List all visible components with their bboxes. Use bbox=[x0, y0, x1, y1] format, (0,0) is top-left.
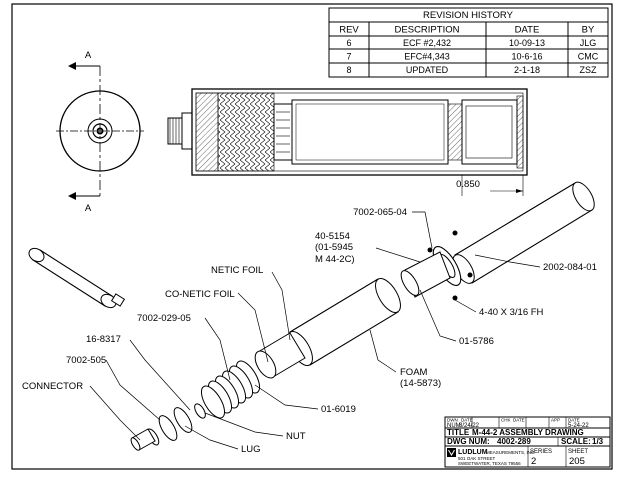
dwg-num-value: 4002-289 bbox=[497, 437, 531, 446]
title-block: DWN NUM DATE 8/24/22 CHK DATE APP DATE 5… bbox=[444, 416, 611, 468]
revision-history-table: REVISION HISTORY REV DESCRIPTION DATE BY… bbox=[328, 7, 609, 78]
callout-7002-505: 7002-505 bbox=[66, 355, 106, 366]
revision-history-title: REVISION HISTORY bbox=[423, 10, 514, 21]
revision-row-date: 10-6-16 bbox=[511, 52, 542, 62]
date-value-drawn: 8/24/22 bbox=[459, 423, 480, 429]
dimension-label: 0.850 bbox=[456, 179, 480, 190]
revision-row-by: CMC bbox=[578, 52, 599, 62]
callout-nut: NUT bbox=[286, 431, 306, 442]
revision-row-rev: 6 bbox=[346, 38, 351, 48]
rev-column-header: REV bbox=[339, 25, 359, 36]
revision-row-rev: 7 bbox=[346, 52, 351, 62]
callout-lug: LUG bbox=[241, 444, 261, 455]
section-marker-top: A bbox=[85, 50, 92, 61]
callout-m44-2c: M 44-2C) bbox=[315, 254, 355, 265]
series-label: SERIES bbox=[530, 449, 552, 455]
callout-leaders bbox=[89, 211, 541, 450]
revision-row-by: ZSZ bbox=[580, 65, 598, 75]
title-value: M-44-2 ASSEMBLY DRAWING bbox=[472, 428, 584, 437]
company-logo bbox=[447, 448, 456, 457]
callout-16-8317: 16-8317 bbox=[86, 334, 121, 345]
date-value-approved: 5-24-22 bbox=[568, 423, 589, 429]
title-label: TITLE bbox=[447, 428, 470, 437]
callout-7002-065-04: 7002-065-04 bbox=[353, 207, 407, 218]
callout-40-5154: 40-5154 bbox=[315, 231, 350, 242]
nut-washer bbox=[158, 403, 206, 441]
dwn-value: NUM bbox=[447, 423, 461, 429]
callout-01-6019: 01-6019 bbox=[321, 404, 356, 415]
end-view: A A bbox=[56, 50, 144, 214]
sheet-value: 205 bbox=[569, 456, 585, 467]
callout-01-5786: 01-5786 bbox=[459, 336, 494, 347]
revision-row-description: UPDATED bbox=[406, 65, 449, 75]
callout-01-5945: (01-5945 bbox=[315, 242, 353, 253]
date-column-header: DATE bbox=[515, 25, 540, 36]
company-line-3: SWEETWATER, TEXAS 79556 bbox=[458, 461, 521, 466]
description-column-header: DESCRIPTION bbox=[395, 25, 460, 36]
revision-row-by: JLG bbox=[580, 38, 597, 48]
callout-foam-part-number: (14-5873) bbox=[400, 378, 441, 389]
detector-cylinder-small bbox=[28, 247, 126, 309]
spring-assembly bbox=[200, 360, 261, 419]
section-marker-bottom: A bbox=[85, 203, 92, 214]
date-label-approved: DATE bbox=[568, 418, 580, 423]
callout-co-netic-foil: CO-NETIC FOIL bbox=[165, 289, 235, 300]
connector-part bbox=[130, 428, 160, 451]
date-label-checked: DATE bbox=[513, 418, 525, 423]
drawing-border bbox=[11, 3, 613, 470]
app-label: APP bbox=[551, 418, 560, 423]
callout-connector: CONNECTOR bbox=[22, 381, 83, 392]
dwn-label: DWN bbox=[447, 418, 458, 423]
revision-row-date: 2-1-18 bbox=[514, 65, 540, 75]
series-value: 2 bbox=[531, 456, 536, 467]
callout-screw: 4-40 X 3/16 FH bbox=[479, 307, 544, 318]
by-column-header: BY bbox=[582, 25, 595, 36]
callout-foam: FOAM bbox=[400, 367, 428, 378]
company-name: LUDLUM bbox=[458, 449, 488, 456]
sheet-label: SHEET bbox=[568, 449, 588, 455]
callout-7002-029-05: 7002-029-05 bbox=[137, 313, 191, 324]
company-line-1: MEASUREMENTS, INC. bbox=[486, 450, 536, 455]
scale-value: 1/3 bbox=[592, 437, 604, 446]
scale-label: SCALE: bbox=[561, 437, 591, 446]
section-view: 0.850 bbox=[167, 88, 528, 196]
revision-row-date: 10-09-13 bbox=[509, 38, 545, 48]
callout-2002-084-01: 2002-084-01 bbox=[543, 262, 597, 273]
revision-row-description: EFC#4,343 bbox=[404, 52, 450, 62]
exploded-view: 7002-065-04 40-5154 (01-5945 M 44-2C) 20… bbox=[22, 181, 597, 455]
callout-netic-foil: NETIC FOIL bbox=[211, 265, 263, 276]
date-label-drawn: DATE bbox=[461, 418, 473, 423]
revision-row-description: ECF #2,432 bbox=[403, 38, 451, 48]
netic-foil-sleeve bbox=[254, 332, 306, 379]
revision-row-rev: 8 bbox=[346, 65, 351, 75]
chk-label: CHK bbox=[501, 418, 511, 423]
dwg-num-label: DWG NUM: bbox=[447, 437, 490, 446]
company-line-2: 501 OAK STREET bbox=[458, 456, 496, 461]
pmt-body bbox=[400, 251, 451, 298]
